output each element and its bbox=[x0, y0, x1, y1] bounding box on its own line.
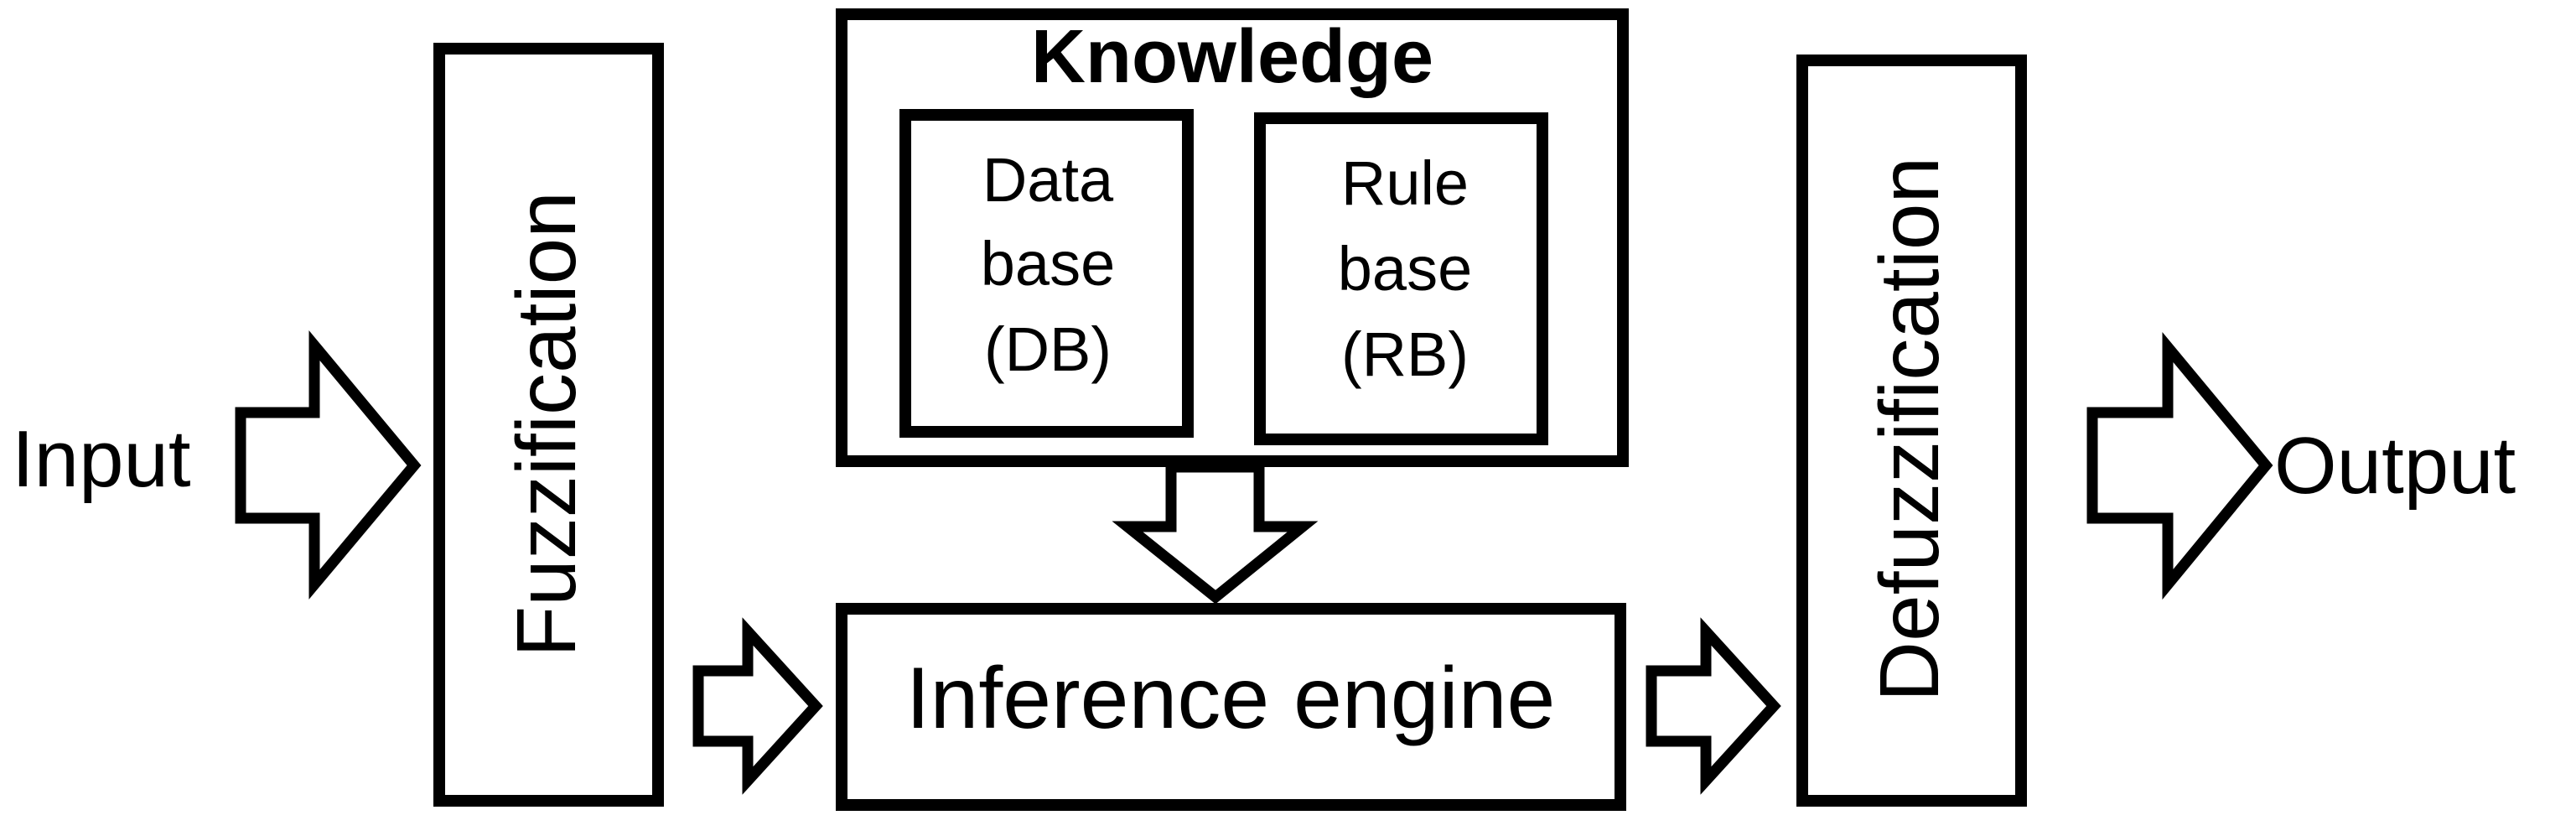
knowledge-title: Knowledge bbox=[1031, 15, 1433, 99]
fuzzification-box bbox=[433, 43, 664, 807]
rule-base-label-line3: (RB) bbox=[1341, 319, 1469, 389]
data-base-label-line2: base bbox=[981, 229, 1115, 299]
fuzzification-label: Fuzzification bbox=[500, 191, 593, 657]
output-label: Output bbox=[2274, 421, 2516, 511]
knowledge-to-inference-arrow-icon bbox=[1112, 461, 1319, 605]
data-base-label-line1: Data bbox=[982, 145, 1114, 215]
rule-base-label-line2: base bbox=[1338, 234, 1472, 304]
fuzzification-to-inference-arrow-icon bbox=[692, 617, 823, 795]
rule-base-box bbox=[1254, 112, 1548, 445]
input-label: Input bbox=[12, 414, 191, 504]
inference-to-defuzzification-arrow-icon bbox=[1646, 617, 1781, 795]
output-arrow-icon bbox=[2086, 331, 2273, 600]
inference-engine-box bbox=[836, 603, 1626, 811]
input-arrow-icon bbox=[235, 330, 422, 600]
data-base-label-line3: (DB) bbox=[984, 314, 1112, 384]
inference-engine-label: Inference engine bbox=[906, 650, 1556, 747]
defuzzification-label: Defuzzification bbox=[1863, 157, 1957, 702]
data-base-box bbox=[899, 109, 1194, 438]
defuzzification-box bbox=[1796, 55, 2027, 807]
rule-base-label-line1: Rule bbox=[1341, 148, 1469, 218]
